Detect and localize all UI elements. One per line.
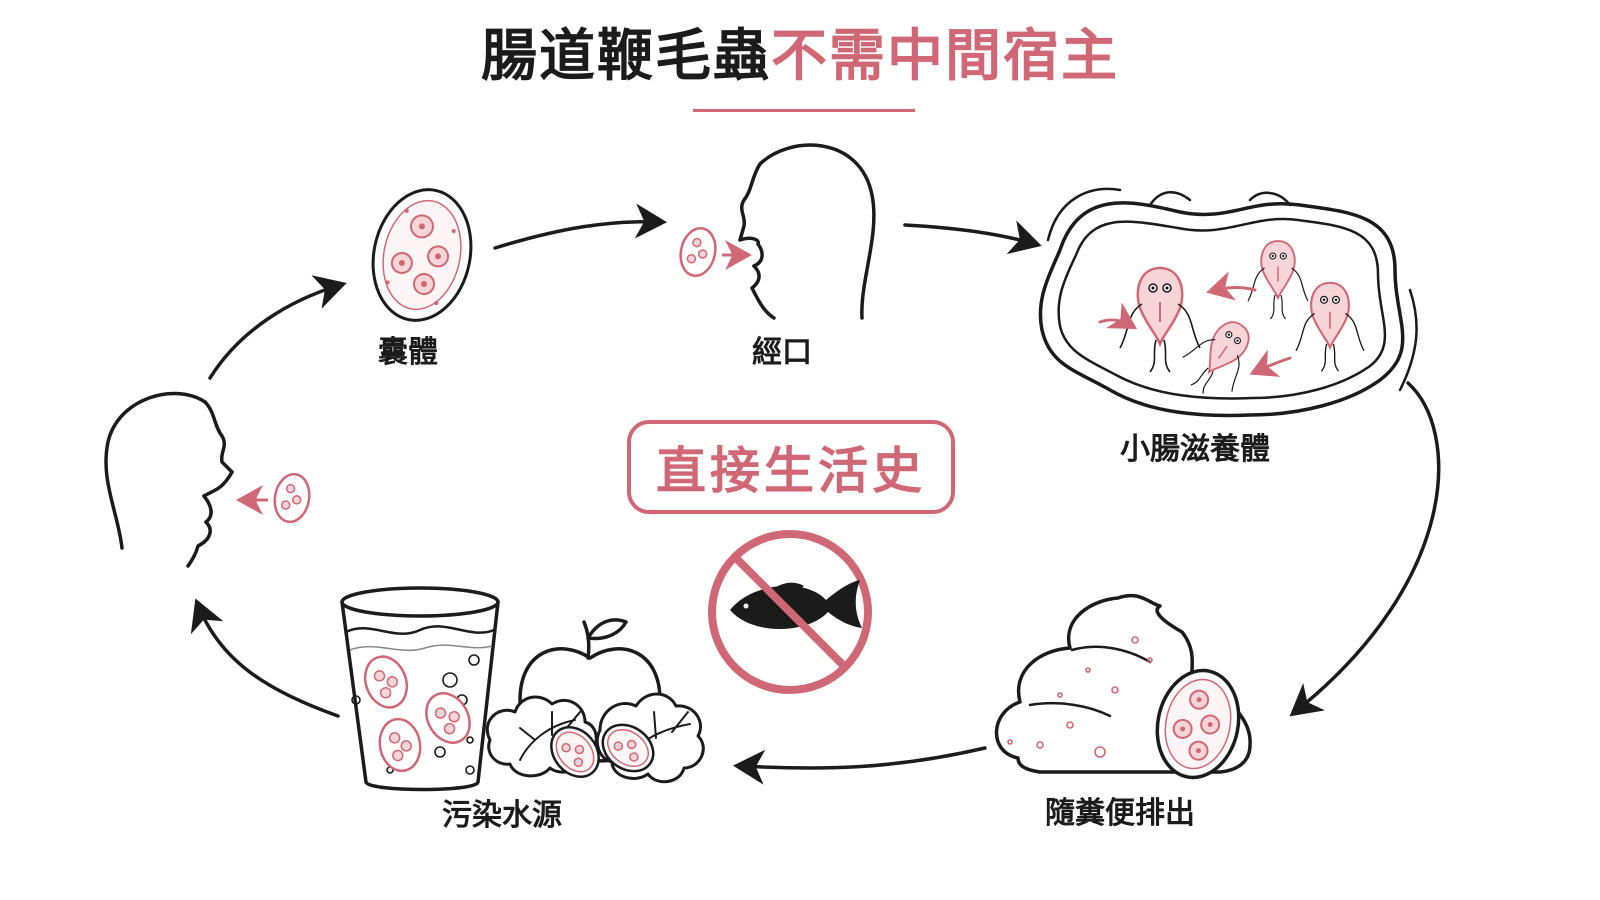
title-part-red: 不需中間宿主	[771, 24, 1119, 89]
intestine-red-arrows	[1098, 271, 1292, 377]
cyst-icon	[363, 655, 409, 709]
label-oral: 經口	[752, 335, 812, 370]
label-cyst: 囊體	[378, 335, 438, 370]
cyst-icon	[371, 188, 473, 322]
arrow-head-to-cyst	[208, 275, 347, 380]
trophozoite-icon	[1182, 321, 1250, 394]
arrow-intestine-to-feces	[1289, 381, 1441, 717]
cyst-icon	[1155, 668, 1241, 780]
water-glass-icon	[340, 586, 500, 792]
cyst-icon	[425, 692, 471, 744]
cyst-icon	[601, 723, 655, 773]
feces-dots	[1007, 636, 1153, 758]
arrow-oral-to-intestine	[903, 220, 1042, 255]
label-trophozoite: 小腸滋養體	[1120, 432, 1270, 467]
trophozoite-icon	[1247, 240, 1309, 320]
title-part-black: 腸道鞭毛蟲	[481, 24, 771, 89]
label-excretion: 隨糞便排出	[1045, 796, 1195, 831]
trophozoite-icon	[1119, 266, 1201, 373]
cyst-icon	[550, 726, 600, 778]
cyst-icon	[378, 717, 422, 773]
direct-life-cycle-badge: 直接生活史	[627, 420, 955, 514]
no-fish-icon	[708, 530, 872, 694]
trophozoite-icon	[1295, 281, 1365, 372]
cyst-small-icon	[679, 227, 717, 277]
arrow-water-to-head	[190, 598, 340, 718]
title-underline	[693, 109, 915, 112]
cyst-small-icon	[273, 472, 311, 524]
arrow-feces-to-water	[733, 746, 987, 785]
cycle-arrows	[190, 203, 1441, 785]
diagram-title: 腸道鞭毛蟲不需中間宿主	[0, 22, 1600, 92]
arrow-cyst-to-oral	[493, 203, 667, 250]
human-head-icon-oral	[738, 143, 876, 320]
intestine-icon	[1038, 187, 1418, 418]
label-contamination: 污染水源	[442, 798, 562, 833]
human-head-icon-left	[104, 391, 234, 568]
